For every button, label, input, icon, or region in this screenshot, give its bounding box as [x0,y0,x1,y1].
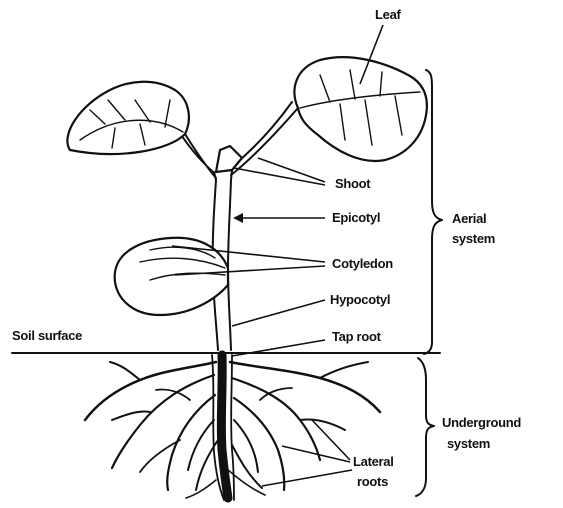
root-system [85,355,380,500]
shoot-label: Shoot [335,177,370,191]
aerial-system-label-line1: Aerial [452,212,486,226]
cotyledon-label: Cotyledon [332,257,393,271]
hypocotyl-pointer [232,300,325,326]
right-leaf [294,57,426,161]
left-leaf [67,82,188,154]
leaf-label: Leaf [375,8,401,22]
lateral-roots-pointer-c [262,470,352,486]
underground-system-label-line1: Underground [442,416,521,430]
aerial-system-label-line2: system [452,232,495,246]
epicotyl-label: Epicotyl [332,211,380,225]
lateral-roots-label-line2: roots [357,475,388,489]
left-petiole [178,130,216,178]
right-petiole [231,102,298,175]
underground-system-brace [416,358,434,496]
hypocotyl-label: Hypocotyl [330,293,390,307]
tap-root-label: Tap root [332,330,381,344]
underground-system-label-line2: system [447,437,490,451]
epicotyl-arrowhead [233,213,243,223]
soil-surface-label: Soil surface [12,329,82,343]
lateral-roots-label-line1: Lateral [353,455,394,469]
